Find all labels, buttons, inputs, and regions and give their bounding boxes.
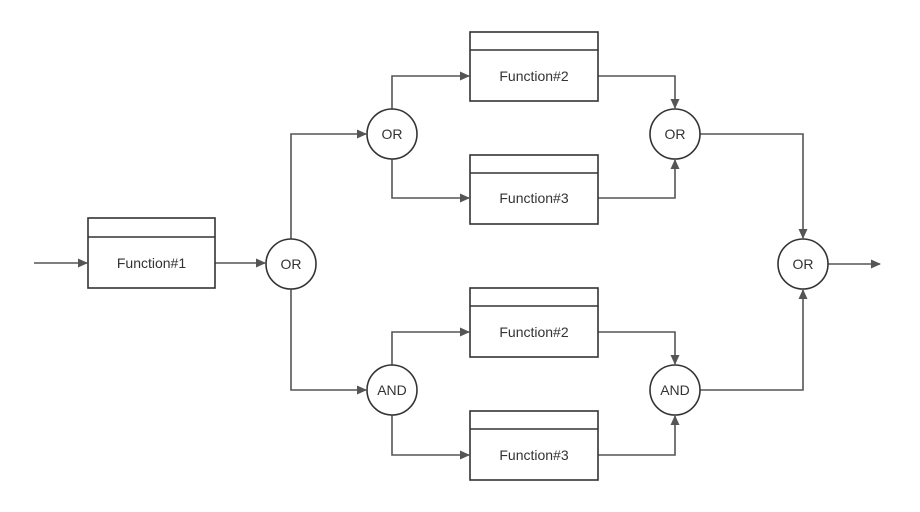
function-box[interactable]: Function#2 — [469, 31, 599, 102]
edges — [34, 71, 881, 460]
gate-label: OR — [793, 256, 814, 272]
gate-or-branch-split[interactable]: OR — [366, 108, 418, 160]
gate-and-branch-join[interactable]: AND — [649, 364, 701, 416]
function-label: Function#1 — [117, 255, 186, 271]
gate-label: AND — [377, 382, 407, 398]
function-label: Function#2 — [499, 68, 568, 84]
gate-or-branch-join[interactable]: OR — [649, 108, 701, 160]
function-box[interactable]: Function#3 — [469, 410, 599, 481]
edge-or-split-to-or-branch — [290, 129, 367, 239]
edge-or-branch-to-function2-top — [391, 71, 470, 109]
edge-function2-bottom-to-and-join — [598, 331, 680, 365]
edge-function3-bottom-to-and-join — [598, 415, 680, 456]
edge-function3-top-to-or-join — [598, 159, 680, 199]
function-box[interactable]: Function#1 — [87, 217, 216, 289]
gate-or-split[interactable]: OR — [265, 238, 317, 290]
edge-or-branch-to-function3-top — [391, 159, 470, 203]
edge-or-split-to-and-branch — [290, 289, 367, 395]
gate-label: OR — [665, 126, 686, 142]
gate-label: OR — [382, 126, 403, 142]
edge-or-join-to-final — [700, 133, 808, 239]
function-label: Function#3 — [499, 190, 568, 206]
edge-and-branch-to-function2-bottom — [391, 327, 470, 365]
function-box[interactable]: Function#3 — [469, 154, 599, 225]
gate-or-final[interactable]: OR — [777, 238, 829, 290]
edge-function2-top-to-or-join — [598, 75, 680, 109]
edge-and-branch-to-function3-bottom — [391, 415, 470, 460]
gate-label: AND — [660, 382, 690, 398]
function-label: Function#2 — [499, 324, 568, 340]
edge-and-join-to-final — [700, 289, 808, 391]
function-label: Function#3 — [499, 447, 568, 463]
function-box[interactable]: Function#2 — [469, 287, 599, 358]
gate-and-branch-split[interactable]: AND — [366, 364, 418, 416]
gate-label: OR — [281, 256, 302, 272]
